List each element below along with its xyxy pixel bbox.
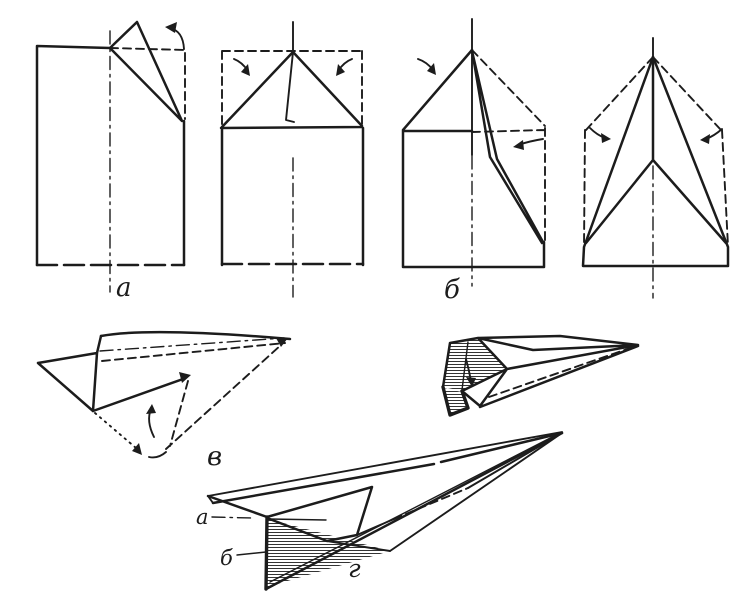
unfolded-sides-guide-dashed (583, 56, 729, 247)
tail-hatching (443, 338, 507, 391)
step-4-folded-dart-panel (581, 37, 730, 299)
wing-raise-arrow-line (91, 377, 185, 413)
wing-fold-quad (265, 485, 374, 543)
near-wing-trailing-edge-hidden-dashed (393, 487, 469, 520)
tail-inner-crease (461, 341, 469, 391)
keel-top-boundary (326, 540, 391, 552)
fold-up-arrowhead-icon (146, 404, 156, 414)
crease-y-lines (584, 55, 728, 245)
hidden-edges-dashed (101, 342, 286, 450)
folded-plane-small-figure (441, 334, 640, 417)
fold-arrowhead-right-icon (700, 134, 710, 144)
wing-trailing-edge-left (206, 494, 269, 519)
fold-arrowhead-side-icon (513, 140, 524, 150)
folded-flap-edges (470, 48, 545, 245)
fold-arrowhead-right-icon (336, 64, 345, 76)
far-wing-leading-edge (207, 431, 563, 497)
folded-corner-flap (108, 20, 184, 123)
sheet-sides (220, 125, 365, 267)
unfolded-corner-guide-dashed (109, 47, 186, 120)
keel-thick-edges (441, 385, 470, 417)
unfolded-corners-guide-dashed (221, 50, 363, 127)
body-left-edges (36, 334, 103, 413)
plane-outline (441, 334, 640, 409)
fold-arrowhead-top-icon (427, 63, 436, 75)
keel-front-edge (264, 515, 269, 591)
callout-wing-label: а (196, 505, 209, 529)
dart-outline (581, 55, 730, 268)
fold-arrowhead-left-icon (601, 133, 611, 143)
callout-keel-label: б (220, 546, 233, 570)
press-down-arrowhead-icon (466, 377, 476, 387)
callout-wing-leader-dashdot (211, 516, 253, 519)
lowered-wing-dotted-edge (94, 412, 137, 449)
step-a-label: а (116, 273, 132, 303)
keel-upper-edge-to-nose (389, 432, 563, 552)
step-2-fold-both-corners-panel (219, 21, 365, 298)
step-v-label: в (207, 442, 222, 472)
fold-arrowhead-icon (165, 22, 177, 33)
callout-wing-leader-inner (268, 518, 327, 521)
unfolded-flap-guide-dashed (471, 49, 546, 241)
shape-outline (401, 48, 546, 269)
hidden-edge-dashed (488, 346, 634, 398)
center-crease-dashdot (99, 337, 285, 352)
step-g-label: г (348, 554, 361, 583)
callout-keel-leader (236, 551, 267, 556)
step-b-label: б (444, 275, 460, 305)
fold-arrowhead-left-icon (241, 64, 250, 76)
sheet-outline (35, 44, 186, 267)
near-wing-leading-edge (211, 431, 564, 505)
step-g-final-plane-figure: а б г (196, 431, 564, 591)
step-1-fold-corner-panel: а (35, 20, 186, 303)
step-3-fold-right-flap-panel: б (401, 18, 546, 305)
step-v-fold-wings-up-figure: в (36, 330, 292, 472)
near-wing-trailing-edge (356, 432, 563, 536)
lowered-wing-arrowhead-icon (132, 443, 142, 455)
keel-bottom-edge-inner (269, 433, 559, 583)
lowered-wing-arrowhead-nose-icon (276, 338, 288, 347)
flap-inner-edge (285, 51, 295, 123)
wing-raise-arrowhead-icon (179, 372, 191, 383)
keel-hatching (267, 519, 390, 587)
lowered-wing-arc (148, 451, 167, 459)
wing-top-edge (99, 330, 292, 341)
